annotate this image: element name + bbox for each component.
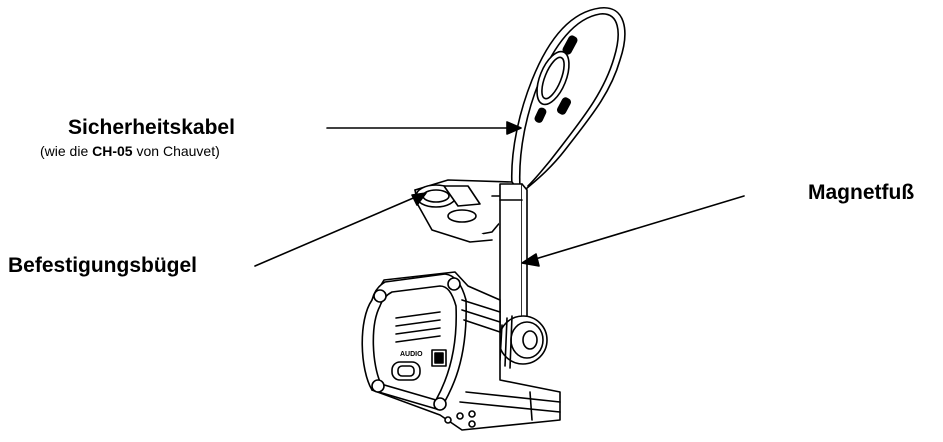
- switch-label: AUDIO: [400, 351, 423, 358]
- safety-cable-arrowhead: [506, 121, 522, 135]
- safety-cable-note: (wie die CH-05 von Chauvet): [40, 143, 220, 159]
- safety-cable-note-prefix: (wie die: [40, 143, 93, 159]
- safety-cable-note-model: CH-05: [92, 143, 133, 159]
- safety-cable-label: Sicherheitskabel: [68, 116, 235, 139]
- magnetic-base-label: Magnetfuß: [808, 181, 915, 204]
- leader-lines: [254, 121, 745, 267]
- bracket-arrowhead: [411, 192, 427, 206]
- magnetic-base-arrowhead: [521, 253, 540, 267]
- magnetic-base-leader: [531, 195, 745, 261]
- bracket-leader: [254, 195, 419, 267]
- mounting-bracket-label: Befestigungsbügel: [8, 254, 198, 277]
- safety-cable-drawing: [510, 7, 626, 191]
- fixture-body-drawing: [361, 271, 561, 431]
- magnetic-base-drawing: [498, 183, 548, 369]
- mounting-bracket-drawing: [414, 179, 523, 243]
- safety-cable-note-suffix: von Chauvet): [132, 143, 220, 159]
